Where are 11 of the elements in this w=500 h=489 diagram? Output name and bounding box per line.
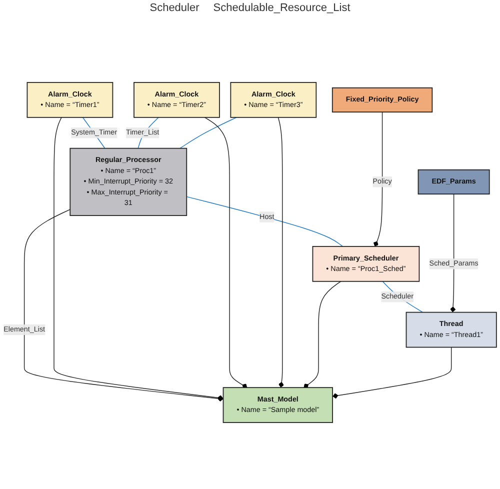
connector [450, 194, 456, 313]
role-label: Scheduler [150, 2, 200, 14]
connector [180, 117, 237, 149]
connector [332, 346, 452, 399]
connector [204, 117, 248, 388]
connector [303, 281, 342, 388]
connector [278, 117, 284, 388]
connector [374, 112, 383, 247]
role-label: Schedulable_Resource_List [213, 2, 350, 14]
connector [186, 196, 344, 247]
connector [24, 209, 224, 402]
